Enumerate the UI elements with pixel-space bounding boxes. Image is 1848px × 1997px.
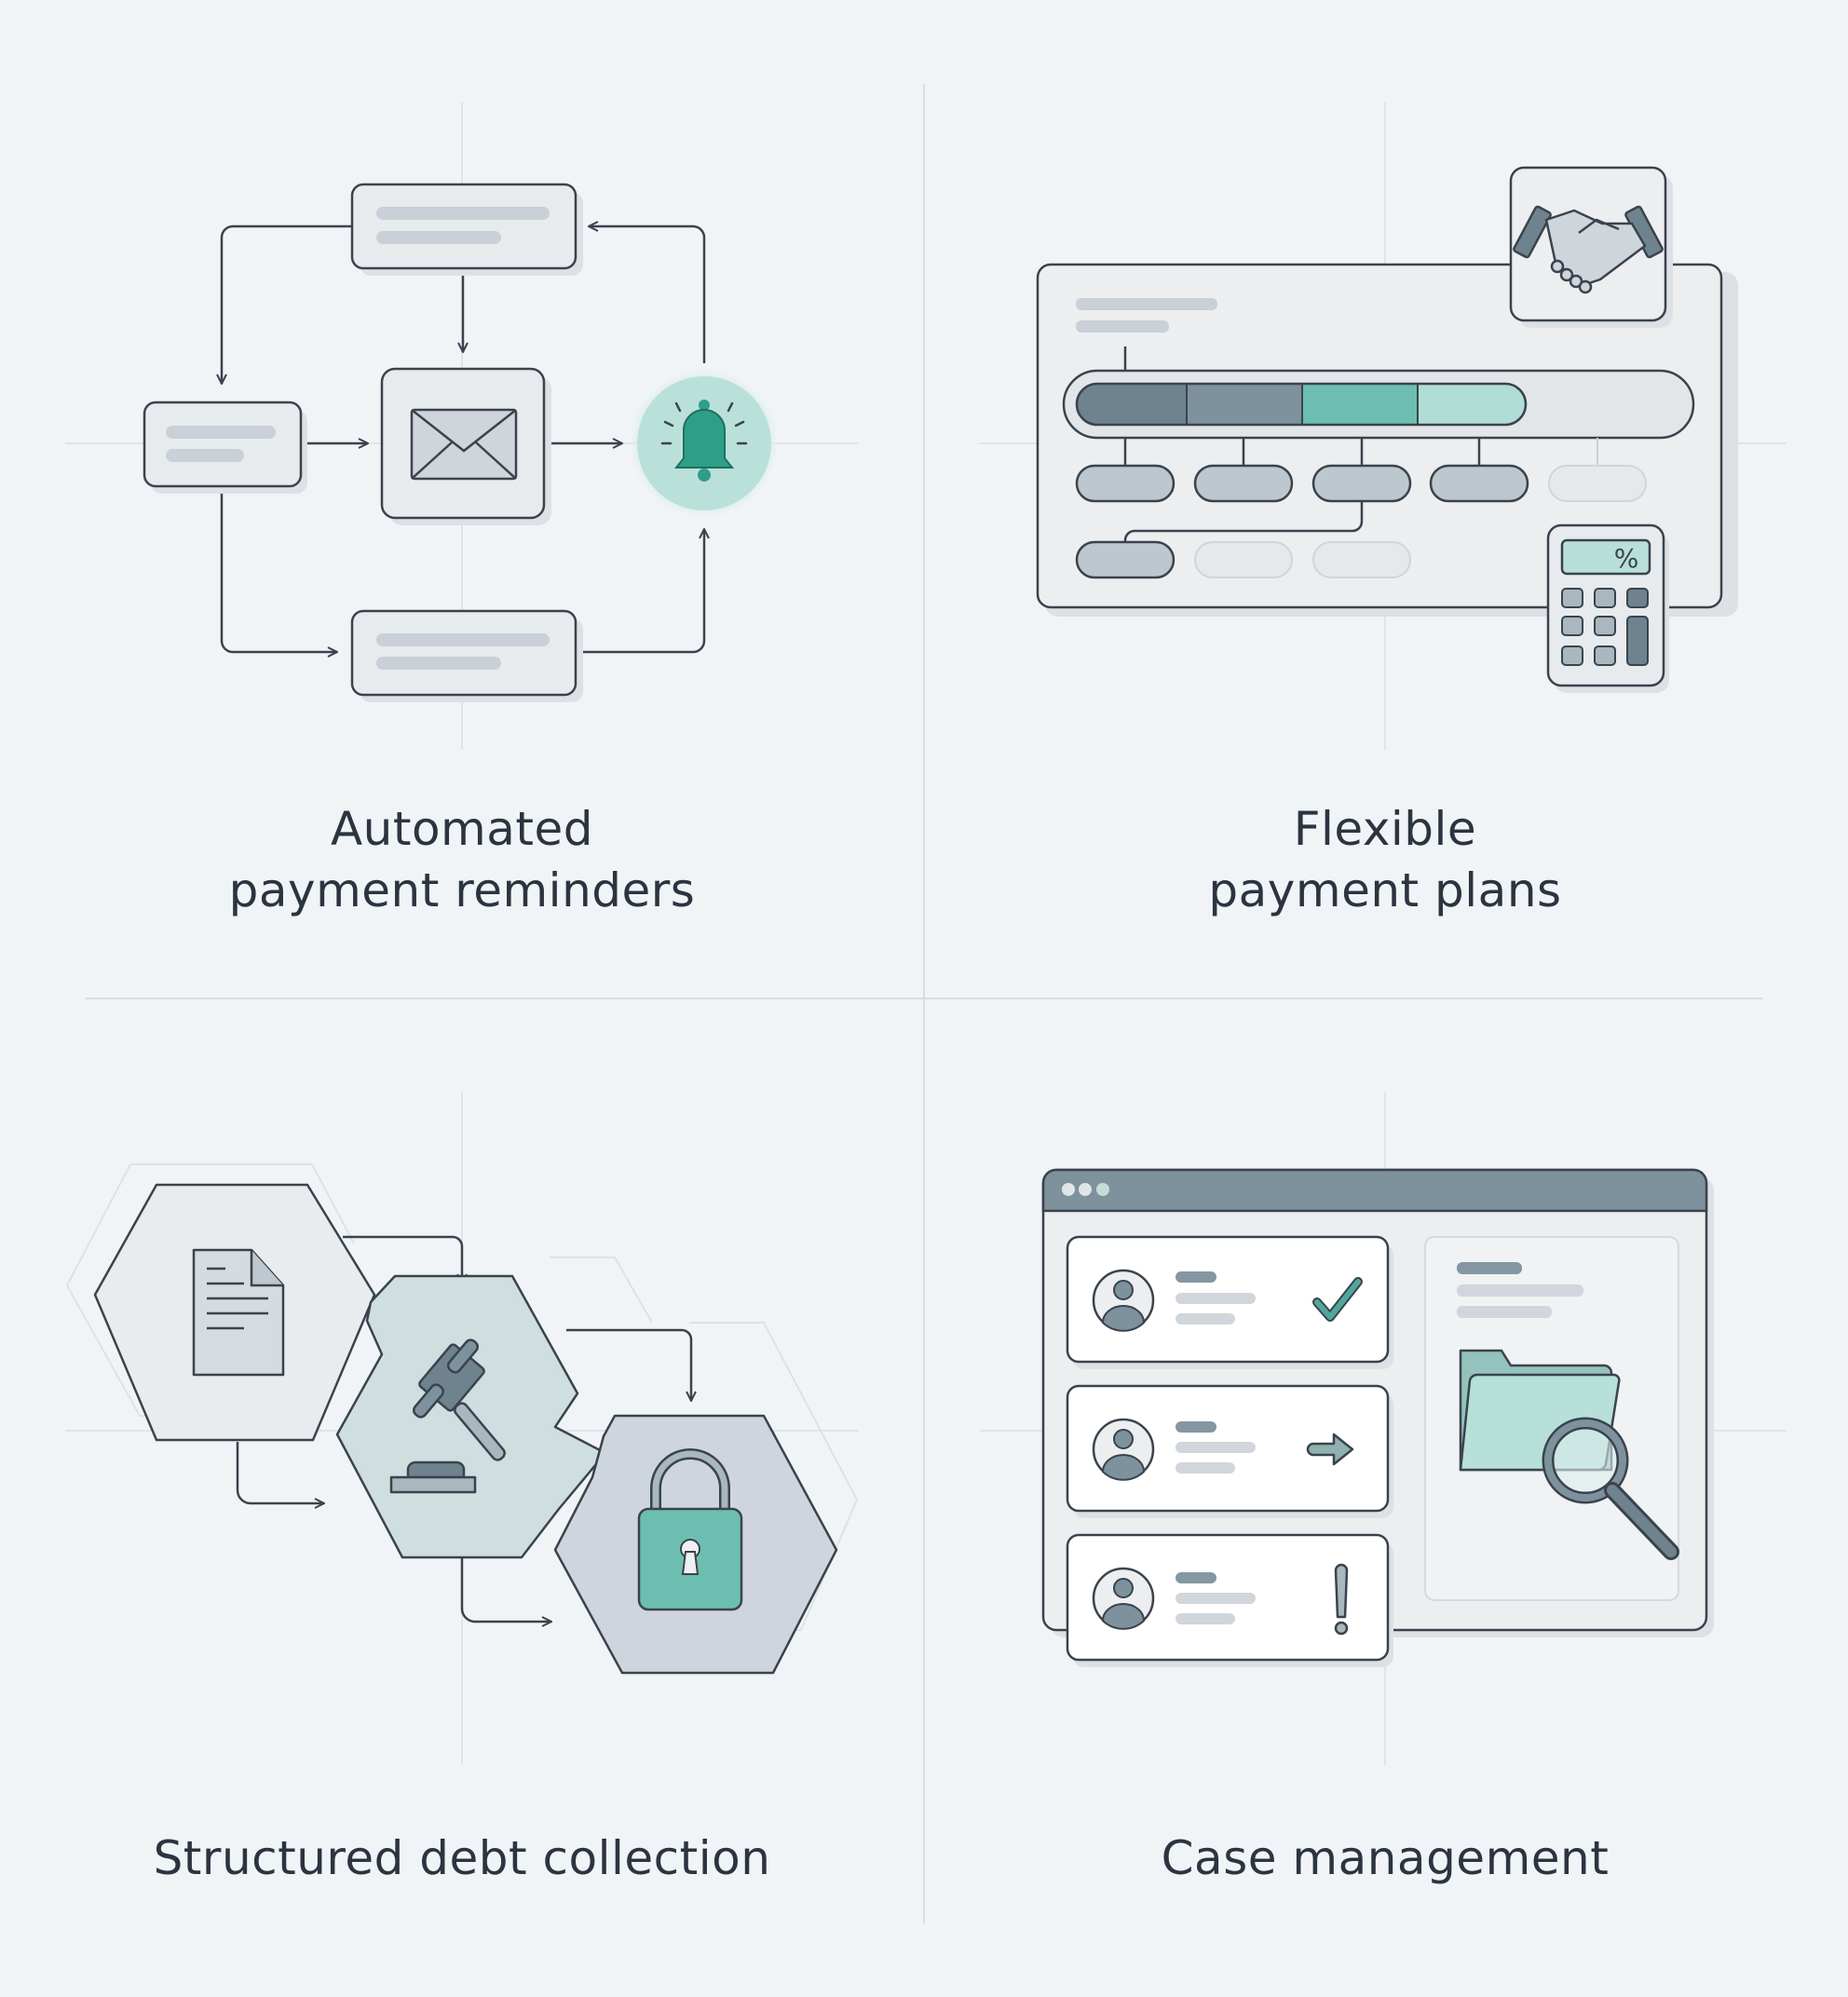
avatar-icon	[1092, 1269, 1155, 1332]
magnifier-icon	[1542, 1417, 1679, 1560]
caption-line: Case management	[1161, 1831, 1610, 1885]
exclamation-icon	[1334, 1563, 1349, 1636]
case-row-forwarded	[1066, 1384, 1393, 1518]
payment-plan-progress-bar	[1062, 369, 1695, 440]
document-icon	[192, 1248, 285, 1377]
grid-dividers	[86, 84, 1762, 1923]
caption-flexible-payment-plans: Flexible payment plans	[966, 798, 1804, 921]
gavel-icon	[389, 1338, 506, 1494]
handshake-icon	[1513, 205, 1664, 294]
caption-line: Flexible	[1293, 802, 1477, 856]
calculator-icon: %	[1546, 523, 1669, 693]
installment-pills	[1075, 438, 1647, 579]
reminders-flow-diagram	[143, 183, 782, 702]
window-controls	[1062, 1183, 1109, 1196]
padlock-hexagon	[553, 1414, 838, 1675]
case-management-window	[1041, 1168, 1714, 1667]
handshake-card	[1509, 166, 1673, 328]
gavel-hexagon	[335, 1274, 607, 1559]
caption-structured-debt-collection: Structured debt collection	[43, 1827, 881, 1889]
caption-case-management: Case management	[966, 1827, 1804, 1889]
case-detail-pane	[1424, 1236, 1679, 1601]
envelope-card	[380, 367, 551, 525]
avatar-icon	[1092, 1567, 1155, 1630]
caption-line: payment reminders	[228, 863, 696, 917]
caption-line: Structured debt collection	[153, 1831, 771, 1885]
padlock-icon	[637, 1448, 743, 1611]
percent-icon: %	[1614, 543, 1639, 574]
case-row-alert	[1066, 1533, 1393, 1667]
document-hexagon	[93, 1183, 376, 1442]
bell-icon	[660, 400, 748, 482]
debt-collection-diagram	[66, 1163, 859, 1675]
payment-plan-diagram: %	[1036, 166, 1738, 693]
case-row-approved	[1066, 1235, 1393, 1369]
avatar-icon	[1092, 1418, 1155, 1481]
reminder-step-card	[143, 401, 307, 494]
envelope-icon	[410, 408, 518, 481]
caption-automated-payment-reminders: Automated payment reminders	[43, 798, 881, 921]
caption-line: payment plans	[1208, 863, 1562, 917]
bell-notification	[626, 365, 782, 522]
reminder-step-card	[350, 609, 583, 702]
arrow-right-icon	[1306, 1433, 1354, 1466]
reminder-step-card	[350, 183, 583, 276]
caption-line: Automated	[330, 802, 594, 856]
